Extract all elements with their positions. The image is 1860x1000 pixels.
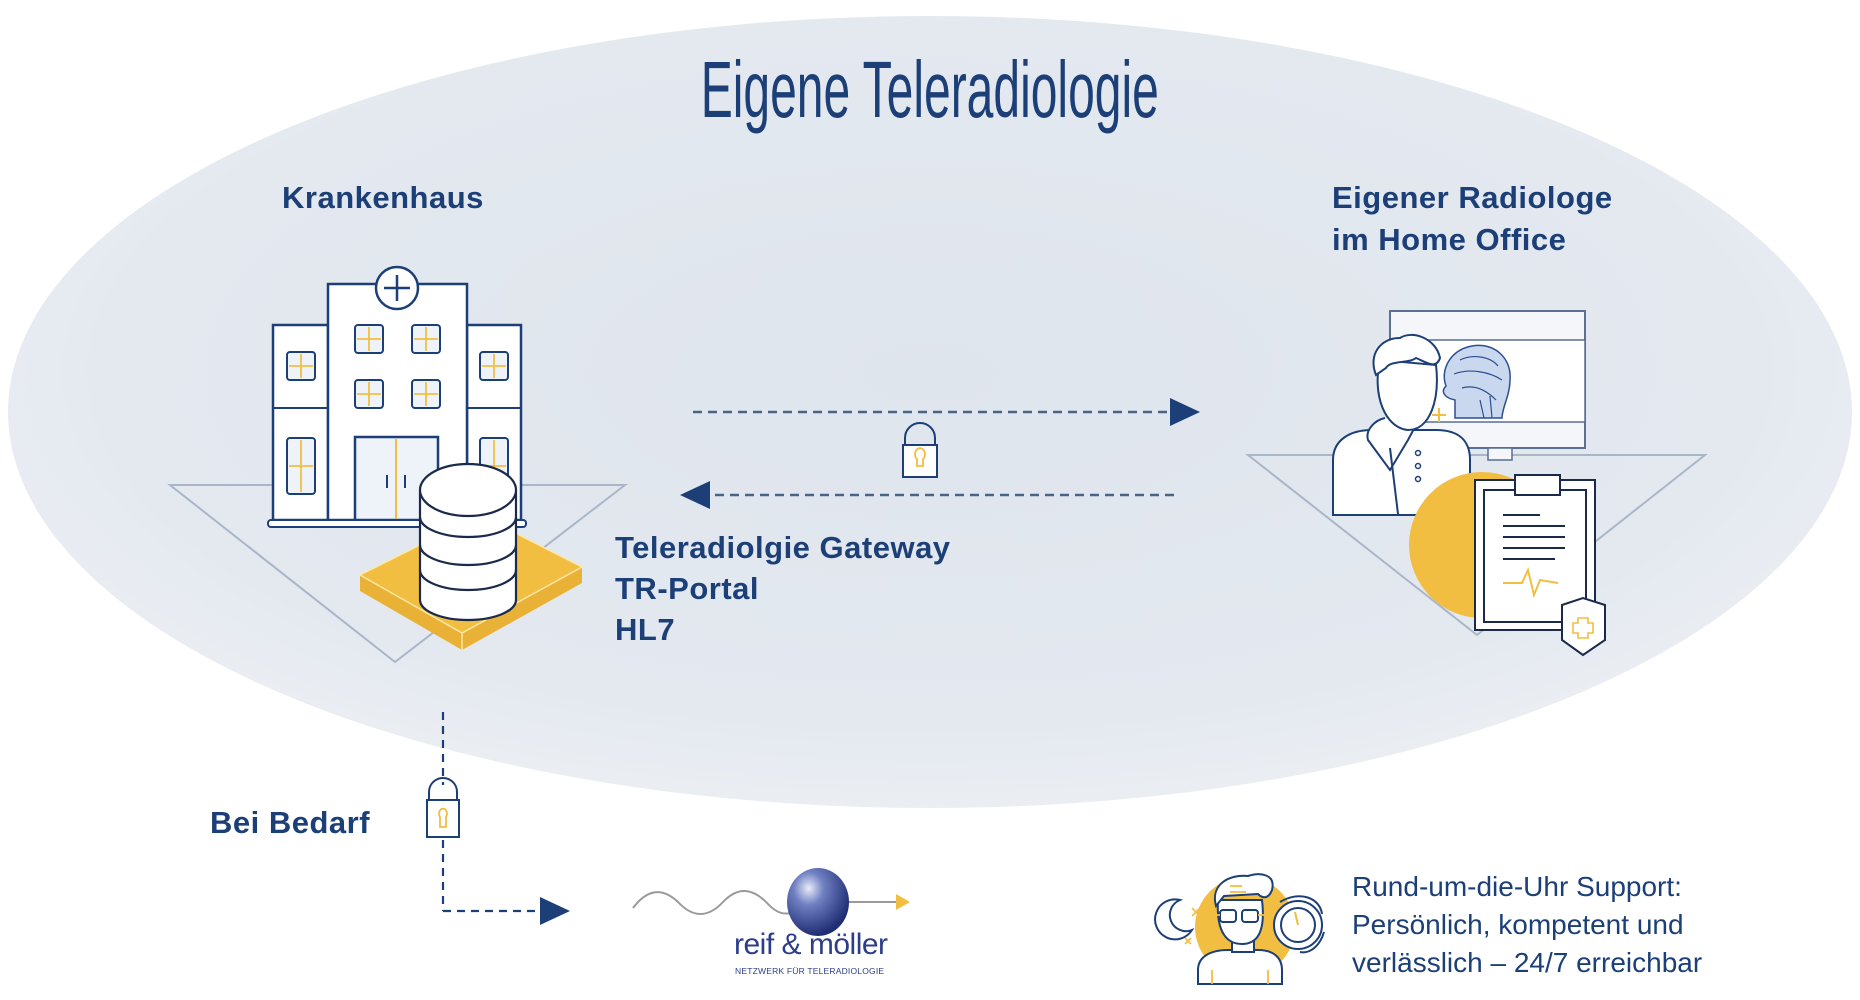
arrow-to-radiologist <box>693 398 1200 426</box>
hospital-building-icon <box>167 265 628 664</box>
on-demand-connector <box>426 712 570 925</box>
radiologist-label-line2: im Home Office <box>1332 222 1567 257</box>
support-text: Rund-um-die-Uhr Support: Persönlich, kom… <box>1352 868 1702 982</box>
arrow-to-partner <box>540 897 570 925</box>
gateway-line-1: Teleradiolgie Gateway <box>615 530 951 565</box>
database-icon <box>358 462 584 650</box>
doctor-with-monitor-icon <box>1245 310 1708 637</box>
medical-clipboard-icon <box>1409 472 1606 657</box>
24-7-support-person-icon <box>1154 873 1325 985</box>
gateway-line-2: TR-Portal <box>615 571 759 606</box>
diagram-title: Eigene Teleradiologie <box>700 45 1160 134</box>
on-demand-label: Bei Bedarf <box>210 805 371 840</box>
support-line-1: Rund-um-die-Uhr Support: <box>1352 871 1682 902</box>
gateway-text: Teleradiolgie Gateway TR-Portal HL7 <box>615 527 951 650</box>
mri-brain-image <box>1442 344 1511 419</box>
padlock-icon <box>426 777 460 838</box>
radiologist-label-line1: Eigener Radiologe <box>1332 180 1613 215</box>
partner-logo-name: reif & möller <box>734 928 888 961</box>
partner-logo-tagline: NETZWERK FÜR TELERADIOLOGIE <box>735 966 885 976</box>
data-exchange-arrows <box>680 398 1200 509</box>
hospital-label: Krankenhaus <box>282 180 484 215</box>
arrow-to-hospital <box>680 481 1180 509</box>
reif-moeller-logo-mark <box>632 868 910 936</box>
padlock-icon <box>902 422 938 478</box>
gateway-line-3: HL7 <box>615 612 676 647</box>
support-line-2: Persönlich, kompetent und <box>1352 909 1684 940</box>
diagram-title-wrap: Eigene Teleradiologie <box>0 44 1860 136</box>
support-line-3: verlässlich – 24/7 erreichbar <box>1352 947 1703 978</box>
